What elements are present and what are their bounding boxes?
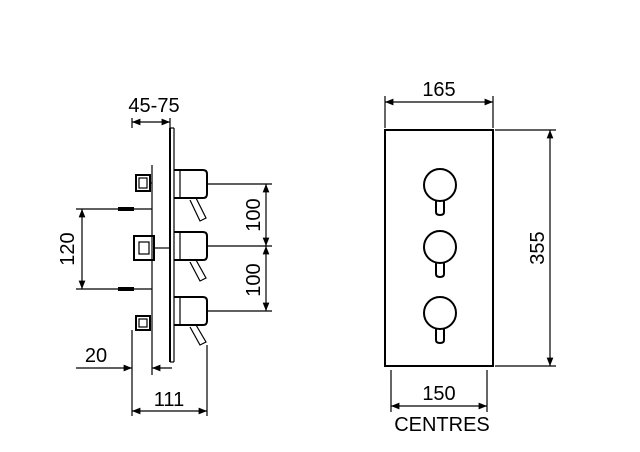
cartridge-middle bbox=[133, 235, 155, 261]
dim-spacing-bottom-label: 100 bbox=[243, 263, 265, 296]
front-knob-bottom bbox=[423, 296, 457, 345]
dim-total-depth: 111 bbox=[131, 345, 208, 416]
front-knob-top bbox=[423, 168, 457, 217]
dim-spacing-top-label: 100 bbox=[243, 198, 265, 231]
side-handle-bottom bbox=[135, 296, 208, 346]
inlet-pipes bbox=[118, 207, 152, 291]
side-view: 45-75 100 100 120 20 bbox=[57, 95, 272, 416]
dim-centres: 150 CENTRES bbox=[390, 370, 490, 436]
cartridge-top bbox=[135, 174, 151, 192]
side-handle-top bbox=[135, 169, 208, 222]
side-handle-middle bbox=[133, 231, 208, 282]
dim-outlet-spacing: 120 bbox=[57, 208, 118, 290]
dim-depth-range: 45-75 bbox=[128, 95, 180, 128]
front-knob-middle bbox=[423, 230, 457, 279]
dim-centres-value: 150 bbox=[422, 383, 455, 405]
dim-offset-label: 20 bbox=[85, 345, 107, 367]
cartridge-bottom bbox=[135, 315, 151, 331]
dim-total-depth-label: 111 bbox=[154, 389, 184, 411]
dim-plate-width-label: 165 bbox=[422, 79, 455, 101]
dim-plate-height-label: 355 bbox=[527, 231, 549, 264]
dim-centres-label: CENTRES bbox=[394, 414, 490, 436]
dim-plate-height: 355 bbox=[495, 129, 556, 367]
dim-handle-spacing: 100 100 bbox=[207, 183, 272, 312]
front-plate bbox=[384, 129, 494, 367]
dim-depth-range-label: 45-75 bbox=[128, 95, 179, 117]
dim-plate-width: 165 bbox=[384, 79, 494, 128]
front-view: 165 355 150 CENTRES bbox=[384, 79, 556, 436]
dim-offset: 20 bbox=[76, 330, 172, 375]
dim-outlet-spacing-label: 120 bbox=[57, 232, 79, 265]
